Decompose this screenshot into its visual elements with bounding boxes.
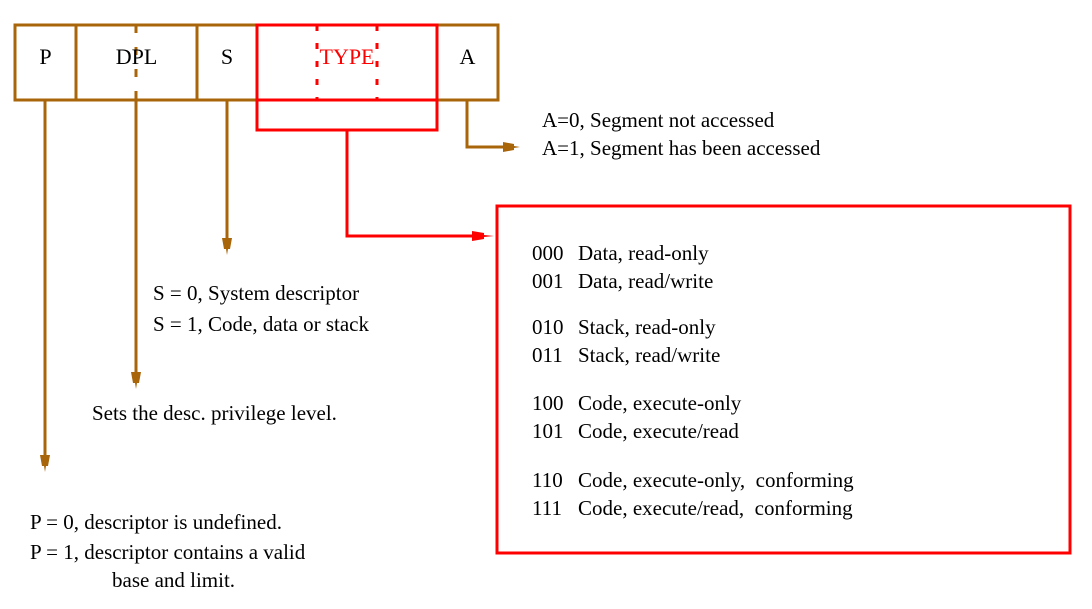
type-row: 000 Data, read-only xyxy=(532,240,709,266)
a-connector xyxy=(465,100,503,149)
s-annotation-0: S = 0, System descriptor xyxy=(153,281,360,305)
type-row: 100 Code, execute-only xyxy=(532,390,741,416)
field-label-dpl: DPL xyxy=(115,44,158,69)
type-code: 001 xyxy=(532,269,564,293)
type-row: 110 Code, execute-only, conforming xyxy=(532,467,854,493)
type-table-box xyxy=(495,204,1072,555)
field-label-type: TYPE xyxy=(319,44,375,69)
type-code: 110 xyxy=(532,468,563,492)
field-label-p: P xyxy=(39,44,52,69)
type-code: 011 xyxy=(532,343,563,367)
type-row: 101 Code, execute/read xyxy=(532,418,739,444)
s-arrowhead xyxy=(222,238,232,255)
type-field-box xyxy=(255,23,439,102)
field-label-s: S xyxy=(220,44,234,69)
p-annotation-2: base and limit. xyxy=(112,568,236,592)
type-code: 101 xyxy=(532,419,564,443)
type-bracket xyxy=(255,100,439,132)
dpl-arrowhead xyxy=(131,372,141,389)
a-annotation-1: A=1, Segment has been accessed xyxy=(542,136,821,160)
p-annotation-1: P = 1, descriptor contains a valid xyxy=(30,540,306,564)
dpl-annotation: Sets the desc. privilege level. xyxy=(92,401,337,425)
type-desc: Stack, read/write xyxy=(578,343,721,367)
type-row: 001 Data, read/write xyxy=(532,268,713,294)
type-field-group xyxy=(255,23,439,132)
type-desc: Code, execute/read xyxy=(578,419,739,443)
type-connector xyxy=(345,130,472,238)
type-code: 010 xyxy=(532,315,564,339)
type-arrowhead xyxy=(472,231,494,241)
type-code: 111 xyxy=(532,496,562,520)
type-desc: Code, execute-only xyxy=(578,391,742,415)
a-annotation-0: A=0, Segment not accessed xyxy=(542,108,775,132)
type-desc: Code, execute-only, conforming xyxy=(578,468,854,492)
p-annotation-0: P = 0, descriptor is undefined. xyxy=(30,510,282,534)
field-label-a: A xyxy=(459,44,476,69)
p-arrowhead xyxy=(40,455,50,472)
type-desc: Data, read/write xyxy=(578,269,714,293)
s-annotation-1: S = 1, Code, data or stack xyxy=(153,312,369,336)
type-code: 000 xyxy=(532,241,564,265)
type-row: 011 Stack, read/write xyxy=(532,342,720,368)
type-code: 100 xyxy=(532,391,564,415)
type-row: 010 Stack, read-only xyxy=(532,314,716,340)
type-desc: Stack, read-only xyxy=(578,315,716,339)
type-desc: Data, read-only xyxy=(578,241,709,265)
type-row: 111 Code, execute/read, conforming xyxy=(532,495,853,521)
type-desc: Code, execute/read, conforming xyxy=(578,496,853,520)
a-arrowhead xyxy=(503,142,520,152)
